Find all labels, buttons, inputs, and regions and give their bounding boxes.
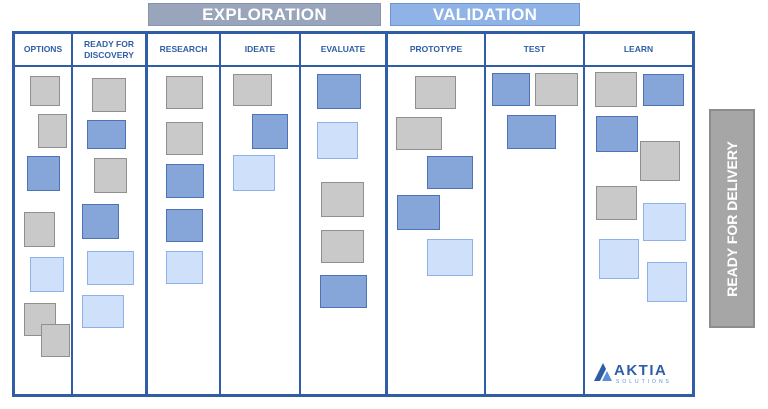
column-learn: LEARN	[585, 34, 692, 394]
card[interactable]	[321, 230, 364, 263]
card[interactable]	[643, 74, 684, 106]
column-test: TEST	[486, 34, 585, 394]
column-header-prototype: PROTOTYPE	[388, 34, 484, 67]
card[interactable]	[252, 114, 288, 149]
card[interactable]	[396, 117, 442, 150]
column-title: PROTOTYPE	[409, 44, 463, 54]
logo-tagline: SOLUTIONS	[616, 379, 672, 385]
column-title: OPTIONS	[23, 44, 63, 54]
column-prototype: PROTOTYPE	[388, 34, 486, 394]
card[interactable]	[415, 76, 456, 109]
card[interactable]	[87, 120, 126, 149]
aktia-logo: AKTIA SOLUTIONS	[594, 360, 689, 388]
card[interactable]	[38, 114, 67, 148]
card[interactable]	[24, 303, 56, 336]
phase-exploration: EXPLORATION	[148, 3, 381, 26]
column-header-ready-for-discovery: READY FOR DISCOVERY	[73, 34, 145, 67]
column-header-evaluate: EVALUATE	[301, 34, 385, 67]
column-ready-for-discovery: READY FOR DISCOVERY	[73, 34, 148, 394]
card[interactable]	[320, 275, 367, 308]
card[interactable]	[317, 74, 361, 109]
card[interactable]	[317, 122, 358, 159]
column-options: OPTIONS	[15, 34, 73, 394]
card[interactable]	[596, 116, 638, 152]
column-title: EVALUATE	[320, 44, 366, 54]
phase-exploration-label: EXPLORATION	[202, 4, 327, 24]
column-ideate: IDEATE	[221, 34, 301, 394]
ready-for-delivery-bar: READY FOR DELIVERY	[709, 109, 755, 328]
card[interactable]	[30, 76, 60, 106]
column-header-options: OPTIONS	[15, 34, 71, 67]
card[interactable]	[233, 155, 275, 191]
column-research: RESEARCH	[148, 34, 221, 394]
column-header-test: TEST	[486, 34, 583, 67]
column-header-learn: LEARN	[585, 34, 692, 67]
card[interactable]	[427, 239, 473, 276]
card[interactable]	[166, 122, 203, 155]
card[interactable]	[427, 156, 473, 189]
card[interactable]	[166, 251, 203, 284]
aktia-logo-icon	[594, 363, 612, 381]
card[interactable]	[166, 209, 203, 242]
card[interactable]	[166, 164, 204, 198]
card[interactable]	[41, 324, 70, 357]
kanban-board: OPTIONS READY FOR DISCOVERY RESEARCH	[12, 31, 695, 397]
card[interactable]	[92, 78, 126, 112]
card[interactable]	[492, 73, 530, 106]
column-title: RESEARCH	[159, 44, 208, 54]
card[interactable]	[27, 156, 60, 191]
card[interactable]	[596, 186, 637, 220]
column-title: LEARN	[623, 44, 654, 54]
card[interactable]	[30, 257, 64, 292]
column-title: READY FOR DISCOVERY	[84, 38, 134, 60]
column-evaluate: EVALUATE	[301, 34, 388, 394]
card[interactable]	[24, 212, 55, 247]
card[interactable]	[233, 74, 272, 106]
card[interactable]	[166, 76, 203, 109]
card[interactable]	[82, 295, 124, 328]
card[interactable]	[647, 262, 687, 302]
column-header-ideate: IDEATE	[221, 34, 299, 67]
ready-for-delivery-label: READY FOR DELIVERY	[724, 140, 740, 297]
phase-validation: VALIDATION	[390, 3, 580, 26]
card[interactable]	[82, 204, 119, 239]
card[interactable]	[643, 203, 686, 241]
column-header-research: RESEARCH	[148, 34, 219, 67]
card[interactable]	[94, 158, 127, 193]
card[interactable]	[535, 73, 578, 106]
logo-name: AKTIA	[614, 362, 668, 379]
card[interactable]	[507, 115, 556, 149]
card[interactable]	[640, 141, 680, 181]
card[interactable]	[397, 195, 440, 230]
column-title: IDEATE	[244, 44, 276, 54]
card[interactable]	[595, 72, 637, 107]
card[interactable]	[87, 251, 134, 285]
column-title: TEST	[523, 44, 546, 54]
card[interactable]	[321, 182, 364, 217]
card[interactable]	[599, 239, 639, 279]
phase-validation-label: VALIDATION	[432, 4, 538, 24]
